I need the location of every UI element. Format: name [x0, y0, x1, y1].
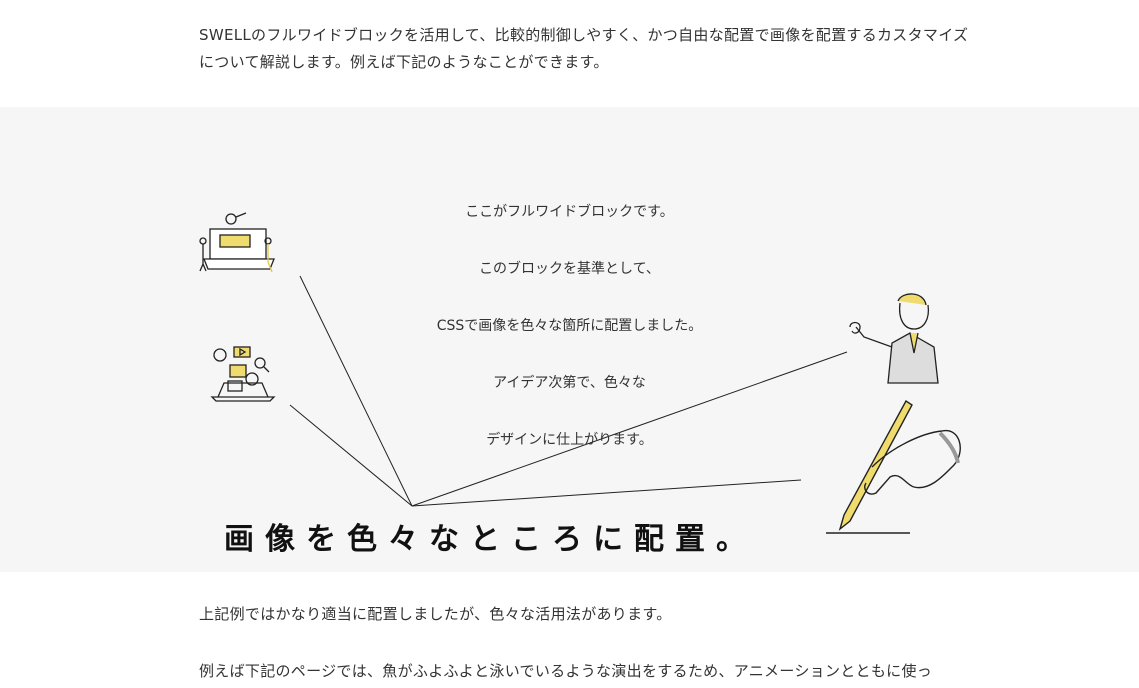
block-text-3: CSSで画像を色々な箇所に配置しました。 — [436, 318, 703, 334]
block-text-4: アイデア次第で、色々な — [493, 375, 646, 391]
block-text-1: ここがフルワイドブロックです。 — [465, 204, 674, 220]
devices-illustration — [210, 346, 276, 402]
full-wide-heading: 画像を色々なところに配置。 — [224, 522, 757, 557]
intro-paragraph: SWELLのフルワイドブロックを活用して、比較的制御しやすく、かつ自由な配置で画… — [199, 26, 969, 71]
after-paragraph-2: 例えば下記のページでは、魚がふよふよと泳いでいるような演出をするため、アニメーシ… — [199, 662, 933, 680]
businessman-illustration — [849, 293, 939, 384]
block-text-2: このブロックを基準として、 — [479, 261, 660, 277]
full-wide-block: ここがフルワイドブロックです。 このブロックを基準として、 CSSで画像を色々な… — [0, 107, 1139, 572]
connector-lines — [289, 275, 848, 507]
laptop-team-illustration — [199, 212, 275, 273]
block-text-5: デザインに仕上がります。 — [486, 432, 653, 448]
after-paragraph-1: 上記例ではかなり適当に配置しましたが、色々な活用法があります。 — [199, 605, 672, 623]
hand-writing-illustration — [826, 399, 961, 534]
